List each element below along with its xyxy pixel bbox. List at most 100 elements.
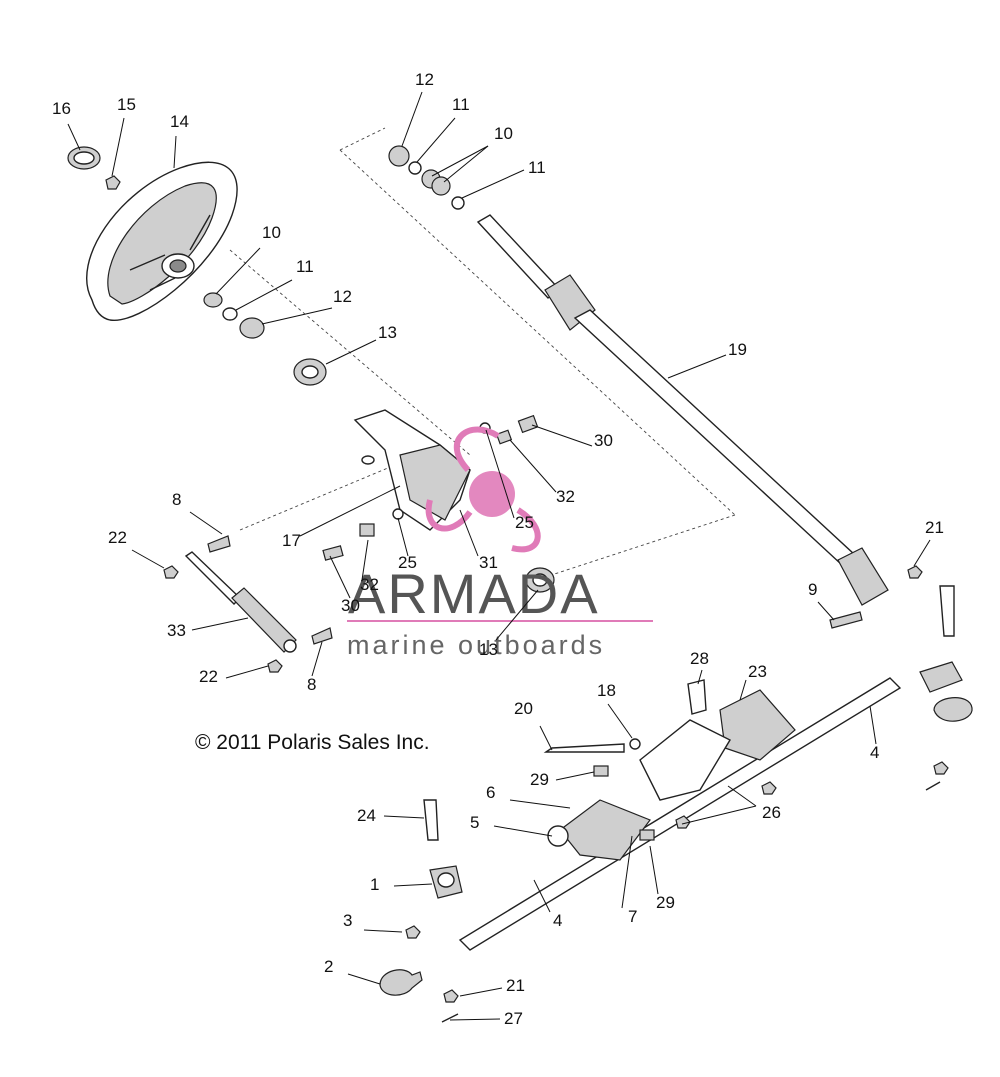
part-callout-label: 29 [656, 893, 675, 912]
callout-leader-line [539, 725, 553, 751]
steering-shaft [476, 214, 889, 606]
callout-leader-line [913, 539, 931, 567]
callout-leader-line [325, 339, 377, 365]
part-callout-label: 13 [378, 323, 397, 342]
logo-propeller-blade [453, 426, 500, 473]
callout-leader-line [383, 815, 425, 819]
callout-leader-line [607, 703, 633, 739]
part-callout-label: 14 [170, 112, 189, 131]
callout-leader-line [533, 879, 551, 913]
callout-leader-line [727, 785, 757, 807]
part-callout-label: 10 [262, 223, 281, 242]
steering-cap [67, 146, 101, 170]
callout-leader-line [739, 679, 747, 701]
part-callout-label: 8 [307, 675, 316, 694]
callout-leader-line [621, 835, 633, 909]
callout-leader-line [131, 549, 165, 569]
part-callout-label: 12 [333, 287, 352, 306]
callout-leader-line [449, 1018, 501, 1021]
callout-leader-line [431, 145, 489, 177]
logo-propeller-hub [469, 471, 515, 517]
callout-leader-line [347, 973, 381, 985]
tie-rod-ends [379, 661, 973, 1023]
part-callout-label: 5 [470, 813, 479, 832]
callout-leader-line [649, 845, 659, 895]
part-callout-label: 33 [167, 621, 186, 640]
callout-leader-line [509, 439, 557, 493]
part-callout-label: 12 [415, 70, 434, 89]
callout-leader-line [493, 825, 553, 837]
hardware-right [829, 565, 955, 637]
callout-leader-line [215, 247, 261, 295]
part-callout-label: 8 [172, 490, 181, 509]
callout-leader-line [667, 354, 727, 379]
callout-leader-line [311, 641, 323, 677]
callout-leader-line [495, 589, 539, 641]
callout-leader-line [697, 669, 703, 685]
callout-leader-line [817, 601, 835, 621]
callout-leader-line [681, 805, 757, 825]
steering-rack [458, 677, 902, 951]
copyright-text: © 2011 Polaris Sales Inc. [195, 731, 430, 754]
part-callout-label: 9 [808, 580, 817, 599]
part-callout-label: 15 [117, 95, 136, 114]
part-callout-label: 21 [925, 518, 944, 537]
wheel-bearing-stack [203, 292, 327, 386]
part-callout-label: 18 [597, 681, 616, 700]
callout-leader-line [531, 424, 593, 447]
part-callout-label: 11 [452, 95, 470, 114]
watermark-rule [347, 620, 653, 622]
wheel-nut [105, 175, 121, 190]
part-callout-label: 17 [282, 531, 301, 550]
callout-leader-line [443, 145, 489, 183]
callout-leader-line [393, 883, 433, 887]
callout-leader-line [235, 279, 293, 311]
part-callout-label: 2 [324, 957, 333, 976]
part-callout-label: 25 [398, 553, 417, 572]
part-callout-label: 22 [199, 667, 218, 686]
callout-leader-line [67, 123, 81, 151]
callout-leader-line [225, 665, 269, 679]
part-callout-label: 6 [486, 783, 495, 802]
part-callout-label: 1 [370, 875, 379, 894]
hardware-lower [423, 738, 777, 841]
callout-leader-line [459, 987, 503, 997]
part-callout-label: 23 [748, 662, 767, 681]
logo-propeller-blade [511, 507, 541, 553]
part-callout-label: 28 [690, 649, 709, 668]
callout-leader-line [189, 511, 223, 535]
part-callout-label: 30 [594, 431, 613, 450]
part-callout-label: 4 [553, 911, 562, 930]
callout-leader-line [111, 117, 125, 177]
part-callout-label: 4 [870, 743, 879, 762]
callout-leader-line [191, 617, 249, 631]
part-callout-label: 11 [296, 257, 314, 276]
part-callout-label: 7 [628, 907, 637, 926]
callout-leader-line [459, 509, 479, 557]
part-callout-label: 3 [343, 911, 352, 930]
callout-leader-line [363, 929, 403, 933]
column-bracket [353, 409, 471, 531]
callout-leader-line [261, 307, 333, 325]
part-callout-label: 25 [515, 513, 534, 532]
hardware-mid [322, 414, 555, 593]
callout-leader-line [361, 539, 369, 581]
callout-leader-line [401, 91, 423, 147]
steering-wheel [86, 161, 238, 321]
callout-leader-line [329, 555, 351, 599]
part-callout-label: 27 [504, 1009, 523, 1028]
part-callout-label: 32 [556, 487, 575, 506]
callout-leader-line [299, 485, 401, 537]
part-callout-label: 20 [514, 699, 533, 718]
part-callout-label: 16 [52, 99, 71, 118]
callout-leader-line [173, 135, 177, 169]
part-callout-label: 11 [528, 158, 546, 177]
part-callout-label: 30 [341, 596, 360, 615]
callout-leader-line [555, 771, 595, 781]
callout-leader-line [461, 169, 525, 199]
steering-damper [163, 535, 333, 673]
watermark-logo: ARMADA marine outboards [347, 426, 653, 660]
callout-leader-line [397, 517, 409, 557]
